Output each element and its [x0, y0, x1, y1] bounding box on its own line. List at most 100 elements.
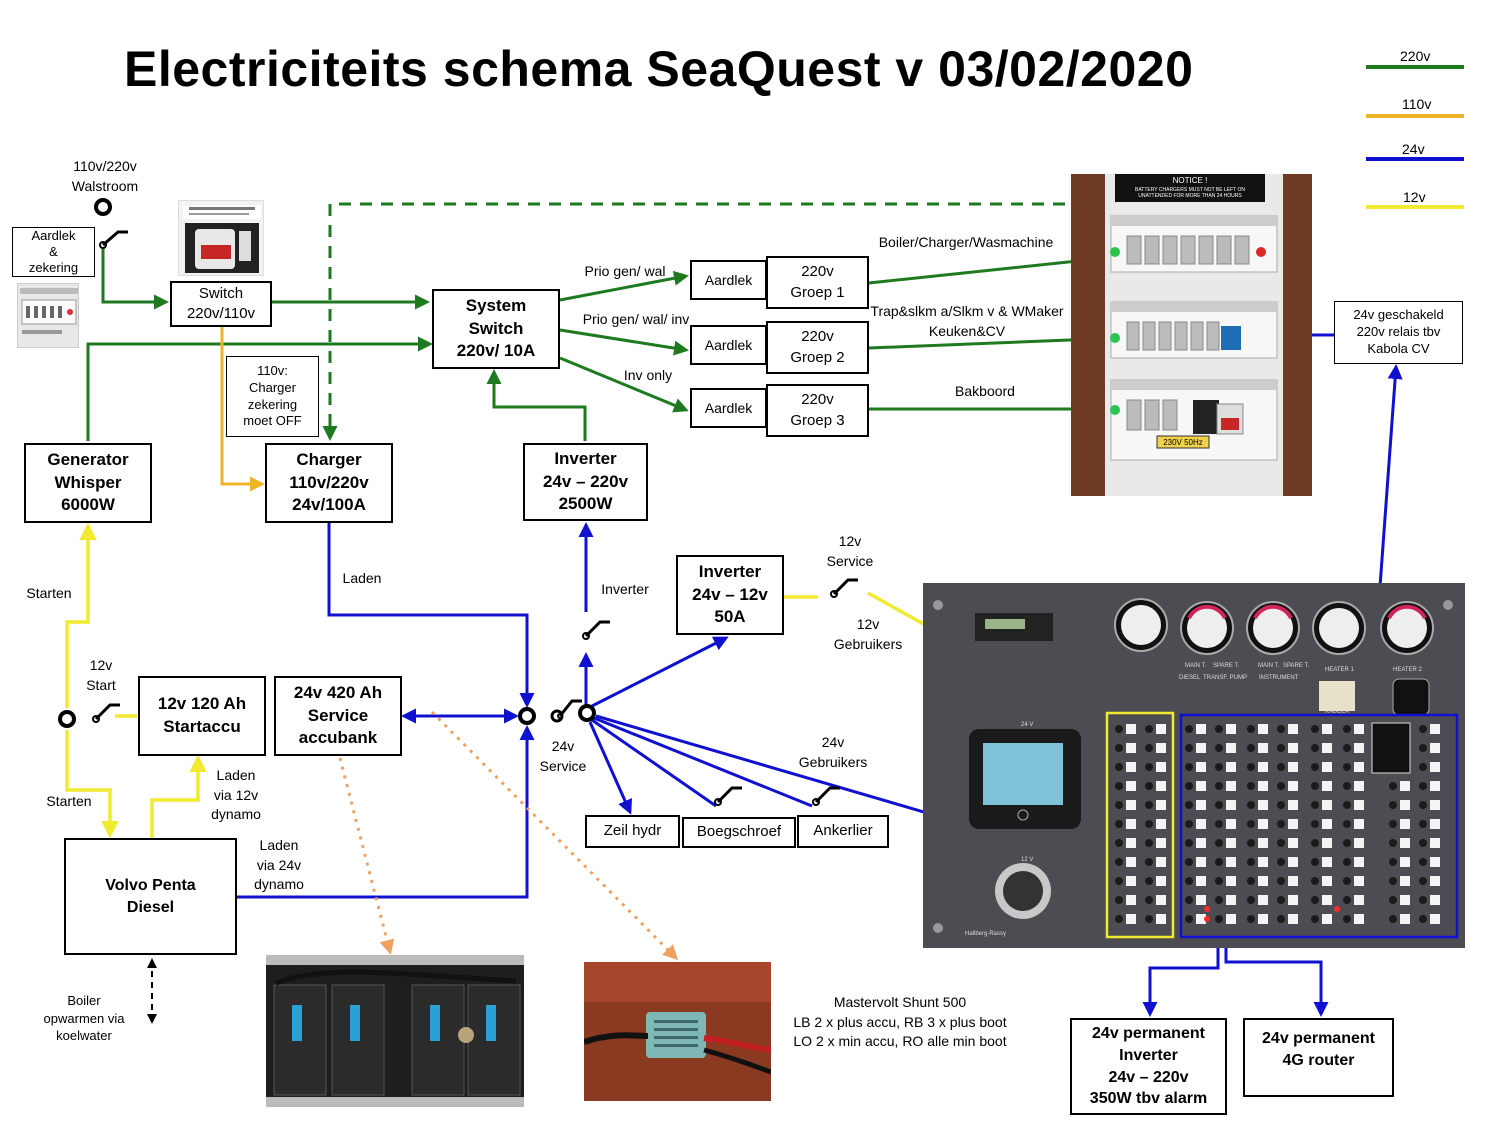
service-12v-label: 12v Service [826, 533, 874, 569]
panel-switch-label [1156, 762, 1166, 772]
panel-switch-label [1354, 743, 1364, 753]
panel-switch-label [1288, 895, 1298, 905]
panel-switch-label [1430, 914, 1440, 924]
panel-switch [1115, 725, 1123, 733]
panel-switch-label [1196, 743, 1206, 753]
panel-switch-label [1258, 819, 1268, 829]
panel-switch [1115, 858, 1123, 866]
ankerlier-box: Ankerlier [797, 815, 889, 848]
panel-switch [1215, 877, 1223, 885]
panel-switch-label [1288, 743, 1298, 753]
panel-switch [1277, 915, 1285, 923]
panel-switch-label [1288, 800, 1298, 810]
panel-switch-label [1196, 914, 1206, 924]
shunt-photo [584, 962, 771, 1101]
panel-thumbnail-drawing [20, 288, 78, 334]
panel-switch-label [1288, 724, 1298, 734]
panel-switch [1419, 896, 1427, 904]
panel-switch-label [1258, 876, 1268, 886]
svg-text:INSTRUMENT: INSTRUMENT [1259, 675, 1299, 681]
generator-box: Generator Whisper 6000W [24, 443, 152, 523]
panel-switch-label [1258, 762, 1268, 772]
panel-switch [1115, 801, 1123, 809]
panel-switch [1185, 839, 1193, 847]
laden-24v-label: Laden via 24v dynamo [254, 837, 304, 893]
panel-switch-label [1126, 857, 1136, 867]
inv-only-label: Inv only [623, 367, 673, 383]
panel-switch-label [1322, 857, 1332, 867]
inverter-switch [582, 620, 610, 640]
panel-switch-label [1126, 876, 1136, 886]
panel-switch-label [1430, 724, 1440, 734]
panel-switch [1115, 839, 1123, 847]
panel-switch-label [1322, 800, 1332, 810]
starten-top-label: Starten [26, 585, 72, 601]
service-terminal-3 [578, 704, 596, 722]
panel-switch [1185, 782, 1193, 790]
panel-switch [1185, 896, 1193, 904]
panel-switch-label [1354, 838, 1364, 848]
gebruikers-24v-label: 24v Gebruikers [798, 734, 868, 770]
panel-switch-label [1156, 781, 1166, 791]
panel-led [1204, 906, 1210, 912]
panel-switch-label [1226, 914, 1236, 924]
panel-switch-label [1156, 876, 1166, 886]
panel-switch [1311, 877, 1319, 885]
svg-text:MAIN T.: MAIN T. [1258, 663, 1280, 669]
panel-switch-label [1322, 838, 1332, 848]
panel-switch-label [1156, 800, 1166, 810]
startaccu-box: 12v 120 Ah Startaccu [138, 676, 266, 756]
boegschroef-switch [714, 786, 742, 806]
svg-text:HEATER 1: HEATER 1 [1325, 667, 1355, 673]
panel-switch-label [1226, 800, 1236, 810]
switch-photo [178, 200, 264, 276]
panel-switch-label [1258, 895, 1268, 905]
panel-switch [1343, 839, 1351, 847]
panel-switch [1419, 763, 1427, 771]
groep-1-box: 220v Groep 1 [766, 256, 869, 309]
start-12v-label: 12v Start [86, 657, 116, 693]
panel-switch-label [1156, 724, 1166, 734]
notice-sub-2: UNATTENDED FOR MORE THAN 24 HOURS [1138, 193, 1242, 199]
gauges [1114, 598, 1434, 655]
panel-switch [1215, 744, 1223, 752]
panel-switch-label [1400, 781, 1410, 791]
diagram-title: Electriciteits schema SeaQuest v 03/02/2… [124, 41, 1194, 97]
panel-switch [1311, 896, 1319, 904]
panel-switch [1311, 915, 1319, 923]
panel-switch [1311, 744, 1319, 752]
panel-switch [1343, 858, 1351, 866]
batteries-photo [266, 955, 524, 1107]
panel-switch-label [1354, 914, 1364, 924]
panel-switch [1247, 820, 1255, 828]
panel-switch [1343, 896, 1351, 904]
panel-switch [1215, 896, 1223, 904]
walstroom-label: 110v/220v Walstroom [71, 158, 139, 194]
panel-switch-label [1156, 895, 1166, 905]
panel-switch [1343, 915, 1351, 923]
panel-switch-label [1196, 857, 1206, 867]
panel-switch [1419, 725, 1427, 733]
panel-switch [1185, 801, 1193, 809]
panel-led [1204, 916, 1210, 922]
panel-switch [1115, 820, 1123, 828]
charger-box: Charger 110v/220v 24v/100A [265, 443, 393, 523]
panel-switch [1145, 820, 1153, 828]
panel-switch-label [1226, 838, 1236, 848]
panel-switch-label [1126, 762, 1136, 772]
panel-switch-label [1430, 857, 1440, 867]
panel-switch-label [1430, 800, 1440, 810]
panel-switch-label [1226, 724, 1236, 734]
perm-inverter-box: 24v permanent Inverter 24v – 220v 350W t… [1070, 1018, 1227, 1115]
panel-switch [1185, 725, 1193, 733]
panel-led [1334, 906, 1340, 912]
panel-switch [1311, 858, 1319, 866]
panel-switch-label [1156, 743, 1166, 753]
panel-switch-label [1258, 724, 1268, 734]
panel-switch [1185, 858, 1193, 866]
panel-switch-label [1322, 876, 1332, 886]
aardlek-2-box: Aardlek [690, 325, 767, 365]
panel-switch-label [1196, 724, 1206, 734]
wires-photo-links [338, 710, 679, 961]
panel-switch-label [1258, 914, 1268, 924]
